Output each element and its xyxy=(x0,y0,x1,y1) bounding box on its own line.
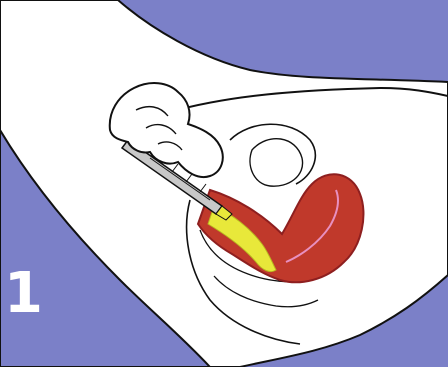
step-number: 1 xyxy=(4,266,43,322)
